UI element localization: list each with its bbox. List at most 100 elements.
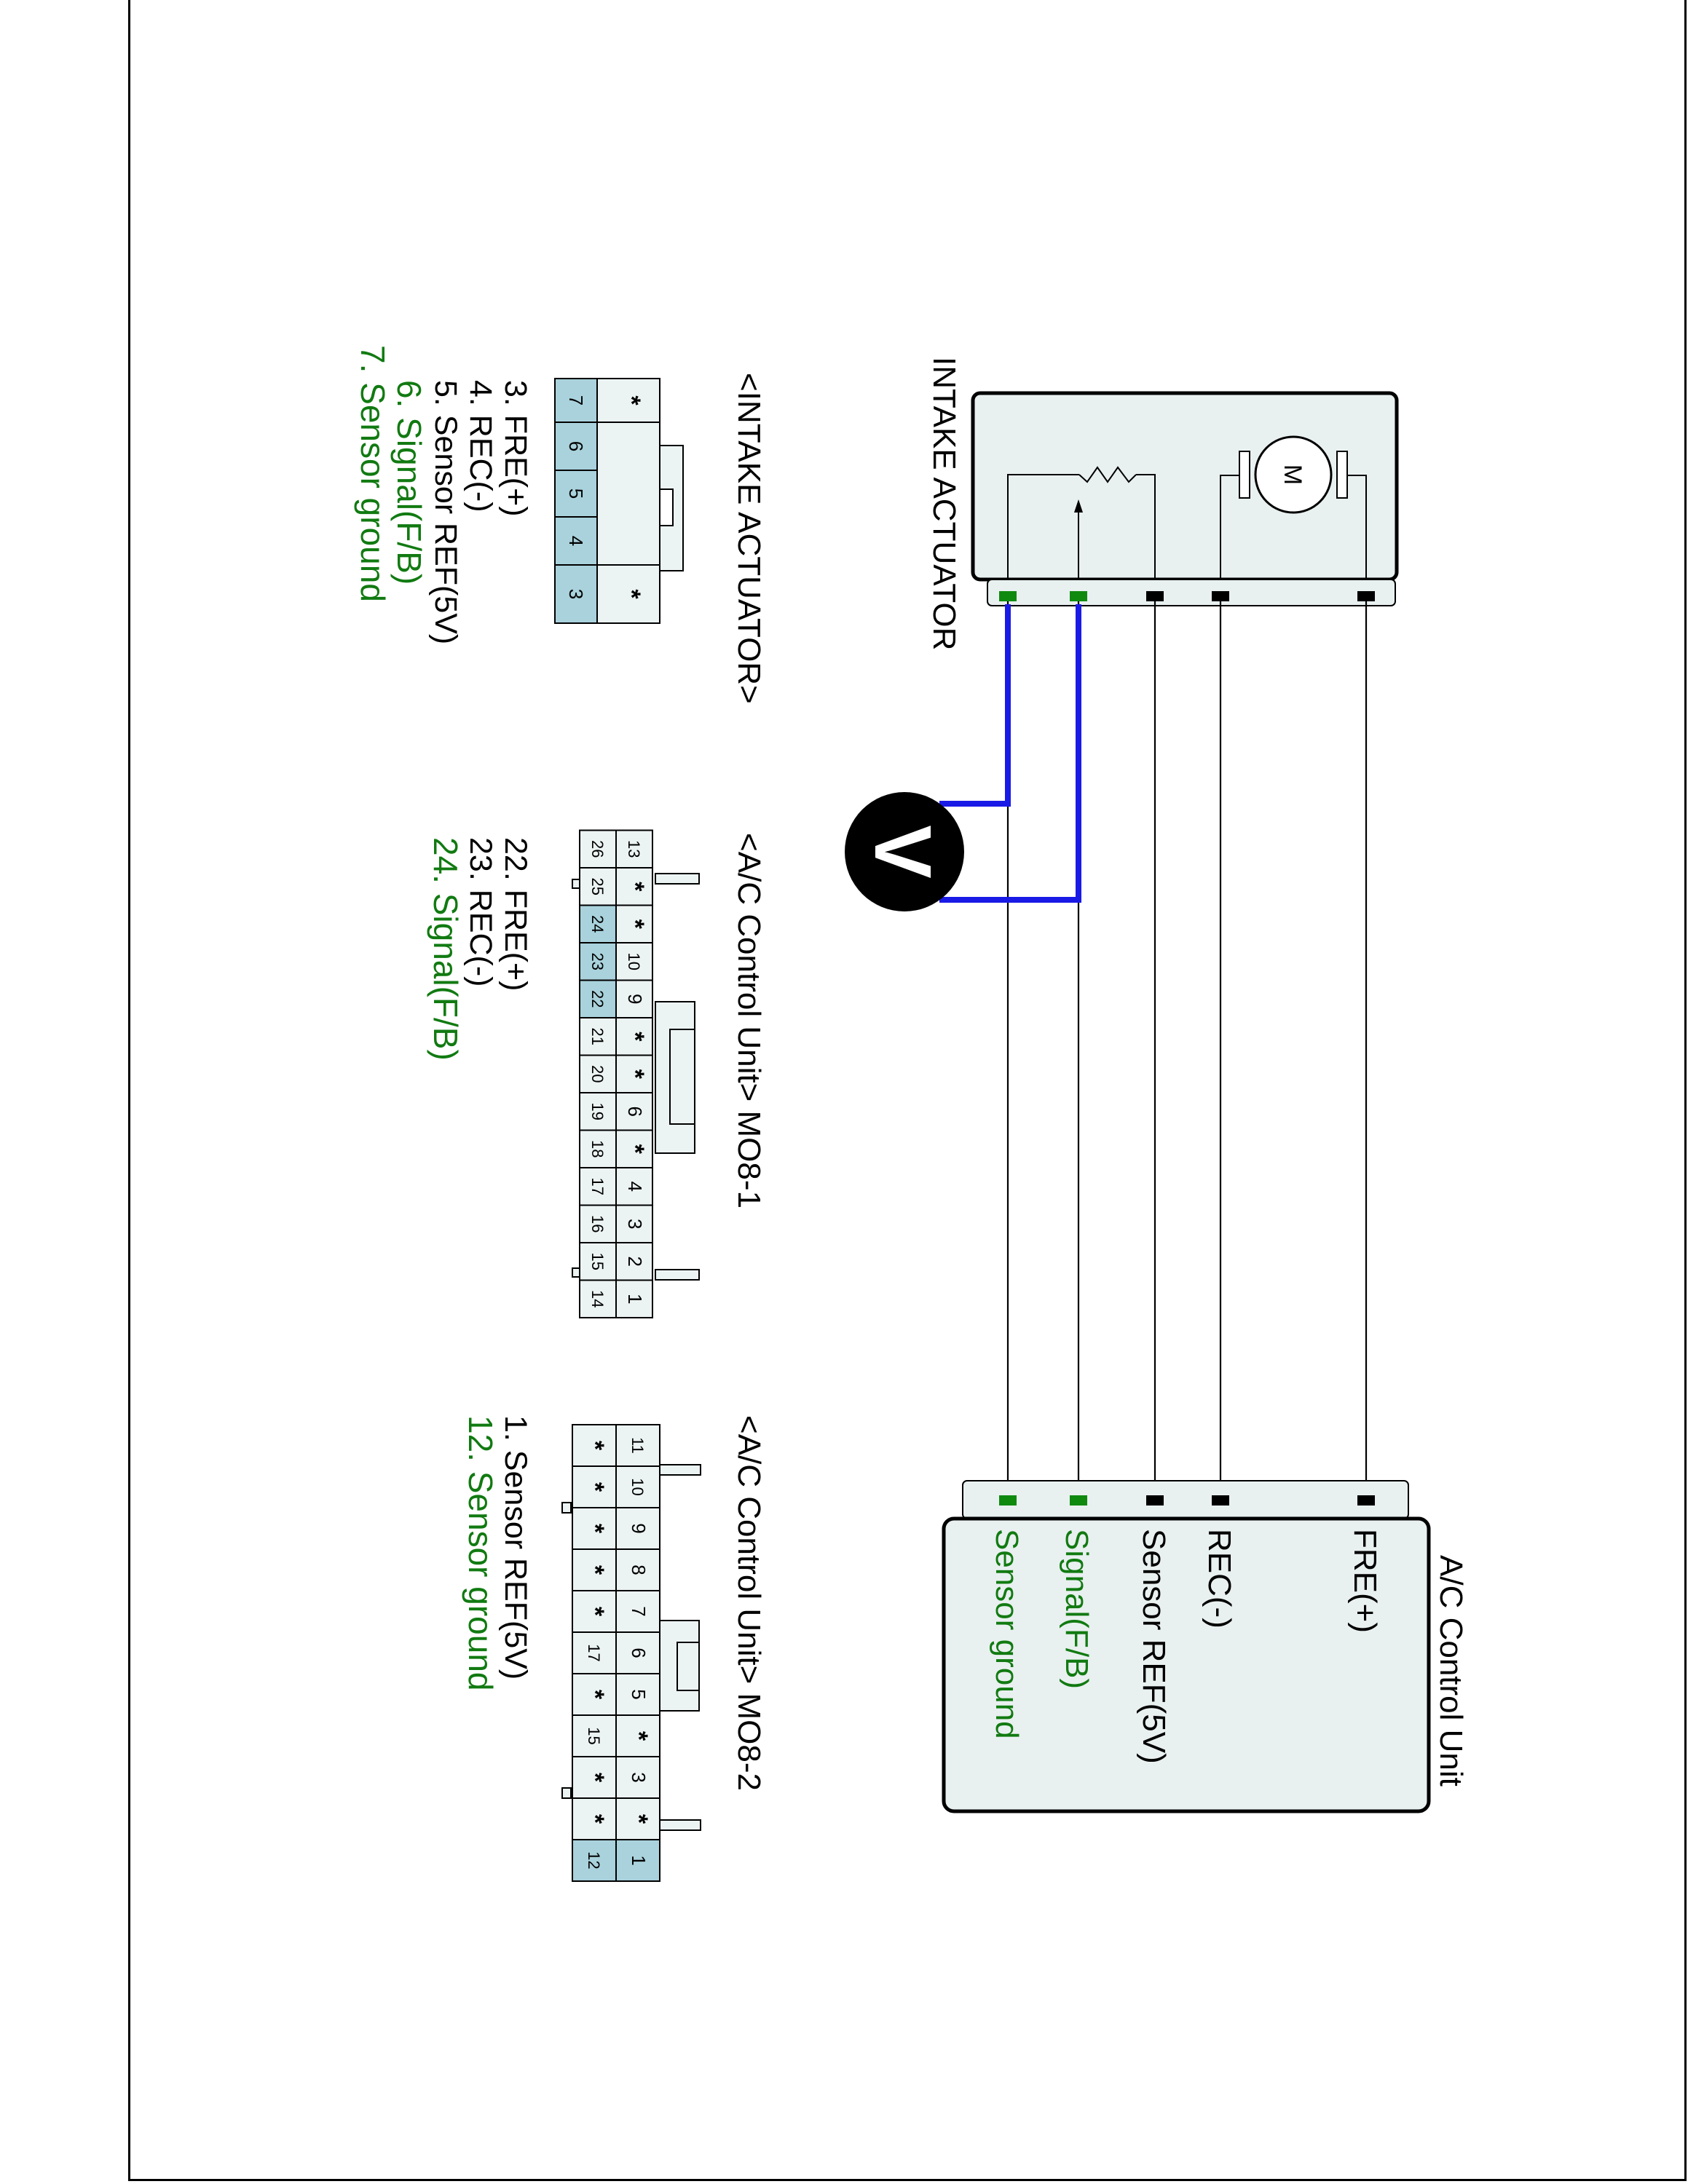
pin-cell: [572, 1714, 617, 1757]
pin-label: 13: [625, 840, 643, 858]
ac-pin-signal: [1070, 1495, 1087, 1506]
intake-pin-signal: [1070, 591, 1087, 601]
ac-terminal-signal: Signal(F/B): [1059, 1529, 1095, 1689]
pin-cell: [615, 904, 653, 943]
ac-terminal-fre: FRE(+): [1347, 1529, 1383, 1633]
motor-symbol: M: [1279, 464, 1306, 485]
pin-cell: [615, 1631, 660, 1674]
mo8-1-pin-item: 24. Signal(F/B): [427, 837, 465, 1061]
pin-label: 8: [628, 1564, 650, 1575]
pin-label: 9: [624, 994, 646, 1004]
mo8-1-title: <A/C Control Unit> MO8-1: [731, 833, 767, 1208]
pin-label: *: [581, 1773, 609, 1783]
intake-pin-rec: [1212, 591, 1229, 601]
pin-cell: [579, 979, 617, 1018]
ac-unit-pin-strip: [962, 1480, 1409, 1519]
intake-pin-sensor-ground: [999, 591, 1017, 601]
intake-connector-pins: * 7 6 5 4 3 *: [554, 378, 660, 624]
pin-label: 7: [628, 1606, 650, 1616]
mo8-2-pin-item: 1. Sensor REF(5V): [498, 1415, 533, 1679]
pin-label: 25: [588, 878, 607, 895]
pin-label: 1: [624, 1294, 646, 1304]
mo8-1-pin-list: 22. FRE(+) 23. REC(-) 24. Signal(F/B): [427, 837, 533, 1061]
pin-cell: [615, 1204, 653, 1243]
intake-actuator-pin-strip: [987, 579, 1396, 606]
pin-label: *: [621, 919, 649, 930]
pin-label: 21: [588, 1028, 607, 1045]
pin-label: *: [621, 882, 649, 892]
intake-pin-item: 5. Sensor REF(5V): [428, 380, 463, 644]
ac-pin-sensor-ground: [999, 1495, 1017, 1506]
pin-cell: [579, 1167, 617, 1206]
intake-connector: <INTAKE ACTUATOR> * 7 6 5 4 3 * 3. FRE(+…: [354, 345, 767, 704]
wires: [1006, 601, 1368, 1500]
pin-label: 15: [585, 1727, 603, 1744]
pin-cell: [615, 979, 653, 1018]
intake-pin-cell: 4: [565, 536, 587, 546]
intake-pin-fre: [1357, 591, 1375, 601]
intake-pin-cell: 3: [565, 589, 587, 599]
pin-cell: [572, 1424, 617, 1467]
pin-label: 23: [588, 953, 607, 970]
page-frame: [128, 0, 1687, 2181]
pin-label: *: [581, 1690, 609, 1700]
pin-label: 17: [585, 1644, 603, 1661]
intake-actuator-title: INTAKE ACTUATOR: [926, 357, 962, 650]
pin-cell: [579, 1204, 617, 1243]
pin-label: 16: [588, 1215, 607, 1233]
pin-label: *: [581, 1607, 609, 1617]
motor-icon: M: [1220, 435, 1367, 579]
pin-label: 17: [588, 1178, 607, 1195]
ac-unit-box: [942, 1516, 1431, 1813]
intake-connector-title: <INTAKE ACTUATOR>: [731, 373, 767, 704]
pin-label: 1: [628, 1855, 650, 1865]
pin-label: *: [581, 1565, 609, 1575]
pin-label: *: [581, 1524, 609, 1534]
pin-cell: [615, 1590, 660, 1633]
pin-label: *: [625, 1814, 652, 1824]
intake-pin-cell: 7: [565, 395, 587, 405]
mo8-1-pins: 1234*6**910**131415161718192021222324252…: [579, 829, 653, 1318]
intake-actuator: INTAKE ACTUATOR M: [926, 357, 1399, 650]
pin-cell: [615, 1839, 660, 1882]
pin-label: 22: [588, 990, 607, 1008]
pin-label: *: [621, 1032, 649, 1042]
pin-label: 11: [628, 1437, 647, 1454]
potentiometer-icon: [1007, 466, 1156, 579]
pin-label: 10: [628, 1478, 647, 1495]
pin-cell: [579, 867, 617, 906]
intake-pin-item: 7. Sensor ground: [354, 345, 392, 602]
intake-pin-cell: 5: [565, 488, 587, 499]
pin-label: 6: [624, 1107, 646, 1117]
pin-cell: [615, 1424, 660, 1467]
pin-cell: [579, 904, 617, 943]
pin-cell: [615, 942, 653, 981]
pin-cell: [615, 1242, 653, 1281]
pin-cell: [572, 1590, 617, 1633]
pin-label: *: [625, 1731, 652, 1741]
mo8-2-title: <A/C Control Unit> MO8-2: [731, 1415, 767, 1791]
pin-cell: [572, 1839, 617, 1882]
intake-pin-item: 3. FRE(+): [498, 380, 533, 517]
intake-pin-item: 4. REC(-): [463, 380, 498, 513]
mo8-1-pin-item: 23. REC(-): [463, 837, 498, 986]
pin-cell: [579, 829, 617, 869]
pin-cell: [615, 1714, 660, 1757]
pin-label: 6: [628, 1647, 650, 1658]
ac-control-unit: A/C Control Unit FRE(+) REC(-) Sensor RE…: [942, 1480, 1469, 1813]
pin-label: *: [581, 1814, 609, 1824]
pin-label: 3: [628, 1772, 650, 1782]
pin-cell: [615, 1279, 653, 1318]
connector-mo8-1: <A/C Control Unit> MO8-1 1234*6**910**13…: [427, 829, 767, 1318]
ac-terminal-sensor-ref: Sensor REF(5V): [1136, 1529, 1172, 1764]
pin-cell: [579, 1129, 617, 1168]
ac-unit-title: A/C Control Unit: [1433, 1555, 1469, 1787]
intake-pin-cell: 6: [565, 441, 587, 451]
pin-label: 15: [588, 1253, 607, 1270]
pin-label: *: [581, 1441, 609, 1451]
pin-cell: [572, 1673, 617, 1716]
intake-pin-cell: *: [618, 395, 645, 405]
pin-label: 2: [624, 1257, 646, 1267]
